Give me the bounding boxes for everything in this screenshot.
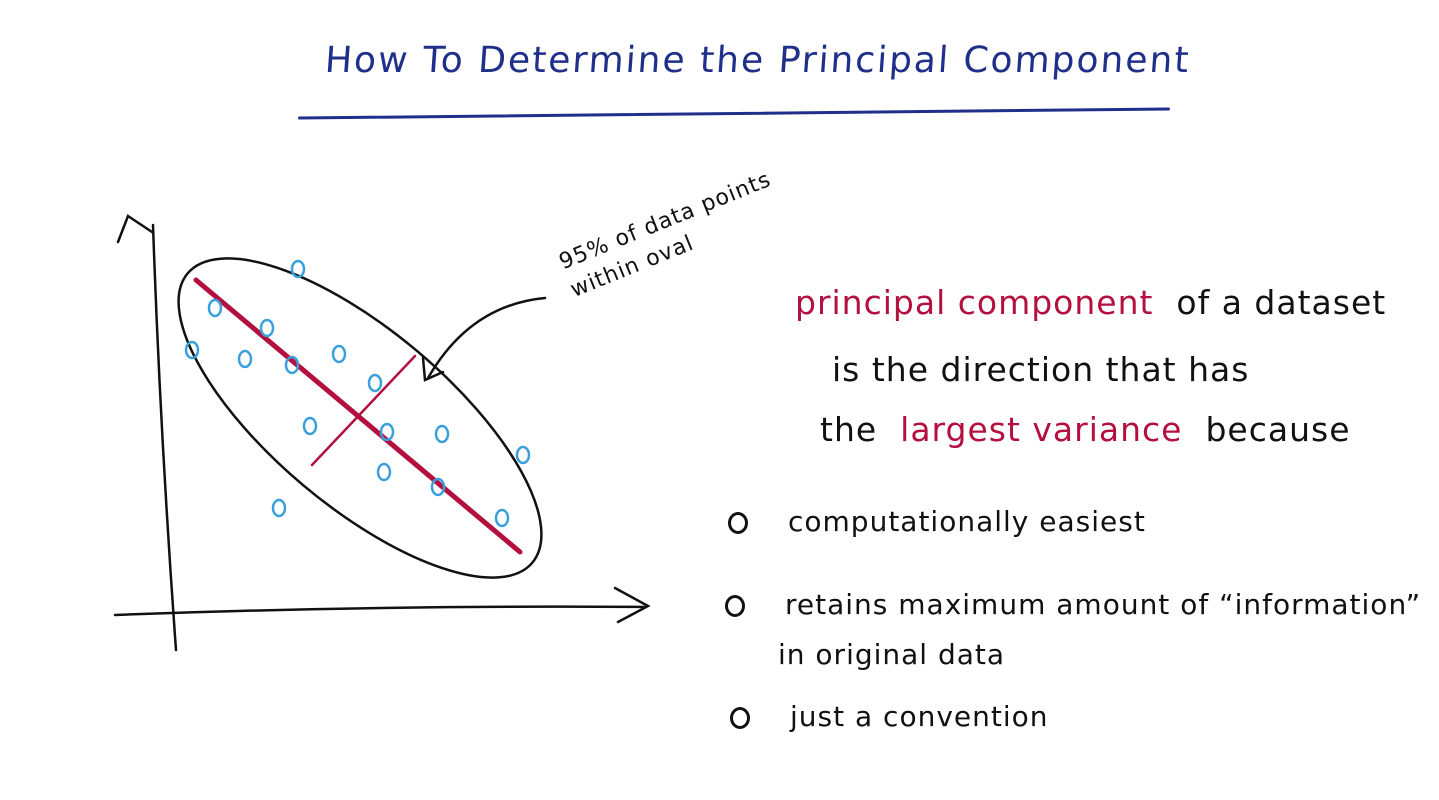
data-point (515, 445, 531, 465)
y-axis-arrowhead (116, 214, 154, 244)
data-point (430, 477, 446, 497)
reason-item: just a convention (730, 700, 1049, 733)
data-point (184, 340, 200, 360)
data-point (494, 508, 510, 528)
data-point (376, 462, 392, 482)
reason-item: computationally easiest (728, 505, 1146, 538)
reason-text: just a convention (790, 700, 1049, 733)
definition-line-2: is the direction that has (832, 350, 1250, 389)
term-largest-variance: largest variance (900, 410, 1183, 449)
reason-text: retains maximum amount of “information” (785, 588, 1422, 621)
definition-text: the (820, 410, 878, 449)
annotation-arrowhead (421, 356, 445, 382)
data-point (259, 318, 275, 338)
oval-95-percent (177, 257, 543, 579)
data-point (302, 416, 318, 436)
data-point (290, 259, 306, 279)
annotation-arrow (426, 296, 547, 380)
data-point (434, 424, 450, 444)
data-point (284, 355, 300, 375)
definition-line-3: the largest variance because (820, 410, 1351, 449)
data-point (237, 349, 253, 369)
x-axis-arrowhead (613, 586, 651, 624)
x-axis (113, 605, 647, 617)
data-point (379, 422, 395, 442)
data-point (367, 373, 383, 393)
reason-item: retains maximum amount of “information” (725, 588, 1421, 621)
data-point (271, 498, 287, 518)
reason-text: computationally easiest (788, 505, 1146, 538)
reason-continuation: in original data (778, 638, 1006, 671)
bullet-circle-icon (725, 595, 745, 617)
bullet-circle-icon (730, 707, 750, 729)
y-axis (151, 223, 178, 652)
definition-text: because (1205, 410, 1351, 449)
definition-text: of a dataset (1176, 283, 1387, 322)
data-point (207, 298, 223, 318)
bullet-circle-icon (728, 512, 748, 534)
term-principal-component: principal component (795, 283, 1154, 322)
data-point (331, 344, 347, 364)
definition-line-1: principal component of a dataset (795, 283, 1386, 322)
second-component-line (310, 354, 417, 467)
